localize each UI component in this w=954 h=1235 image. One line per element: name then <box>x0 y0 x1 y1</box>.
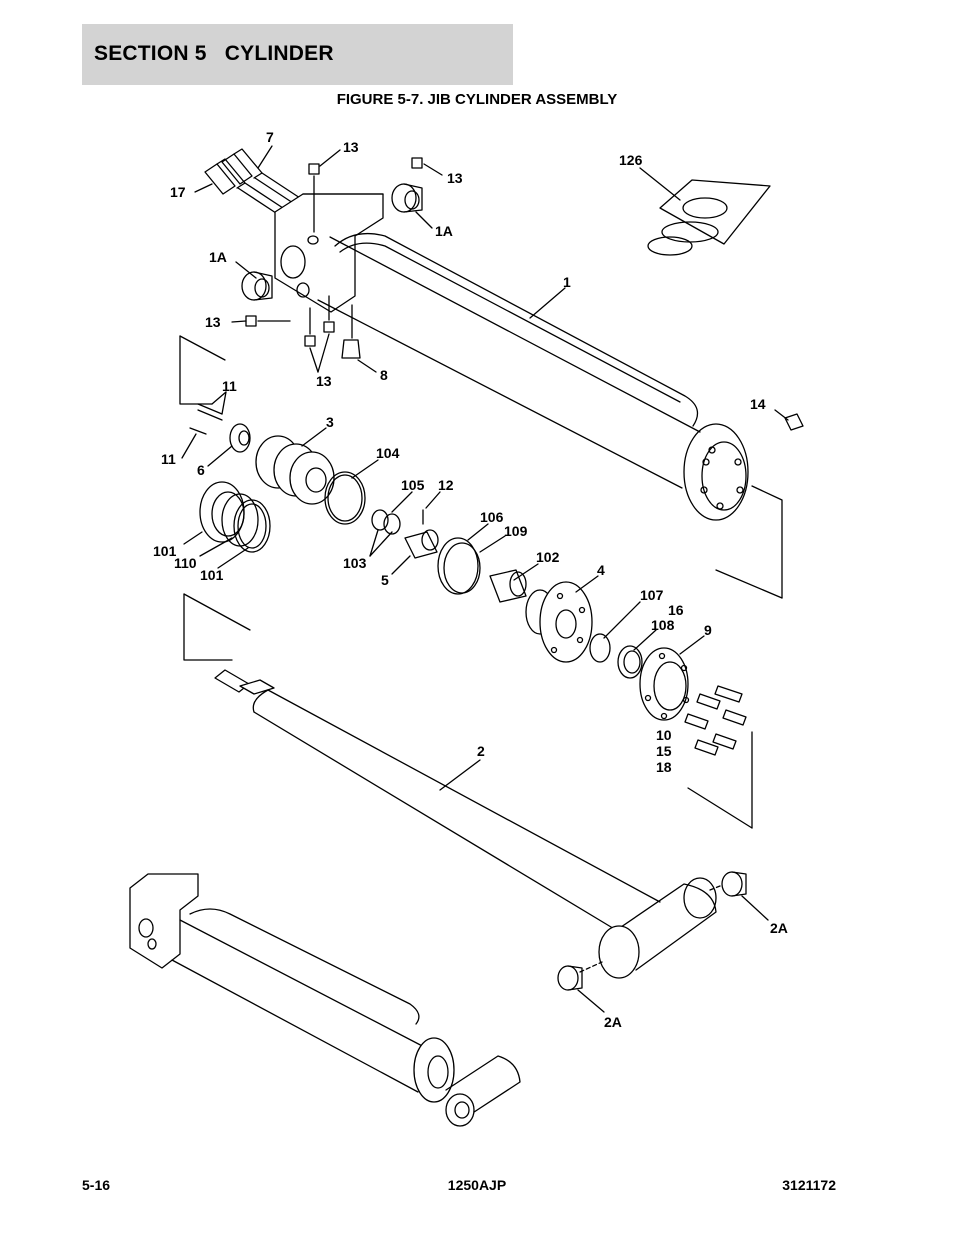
model-number: 1250AJP <box>447 1177 507 1193</box>
page-number: 5-16 <box>82 1177 111 1193</box>
callout-13: 13 <box>343 139 359 155</box>
callout-2: 2 <box>477 743 485 759</box>
plug-13-d <box>304 307 316 347</box>
seal-106 <box>437 537 481 595</box>
callout-101: 101 <box>200 567 224 583</box>
callout-18: 18 <box>656 759 672 775</box>
callout-15: 15 <box>656 743 672 759</box>
fitting-8 <box>341 304 361 359</box>
callout-106: 106 <box>480 509 504 525</box>
callout-14: 14 <box>750 396 766 412</box>
bolts-10 <box>684 685 747 756</box>
section-title: SECTION 5 CYLINDER <box>94 42 334 65</box>
plug-13-c <box>245 315 291 327</box>
callout-8: 8 <box>380 367 388 383</box>
callout-13: 13 <box>316 373 332 389</box>
wiper-108 <box>617 645 643 679</box>
callout-107: 107 <box>640 587 664 603</box>
seal-107 <box>589 633 611 663</box>
callout-101: 101 <box>153 543 177 559</box>
callout-103: 103 <box>343 555 367 571</box>
callout-3: 3 <box>326 414 334 430</box>
callout-10: 10 <box>656 727 672 743</box>
callout-16: 16 <box>668 602 684 618</box>
callout-126: 126 <box>619 152 643 168</box>
callout-6: 6 <box>197 462 205 478</box>
bushing-1A-left <box>241 271 273 301</box>
bushing-1A-top <box>391 183 423 213</box>
hydraulic-fitting-7 <box>221 148 301 204</box>
callout-labels: 7 13 13 126 17 1A 1A 1 13 13 8 14 11 3 1… <box>153 129 788 1030</box>
callout-11: 11 <box>161 451 176 467</box>
callout-7: 7 <box>266 129 274 145</box>
seal-105 <box>371 509 401 535</box>
figure-title: FIGURE 5-7. JIB CYLINDER ASSEMBLY <box>336 91 618 108</box>
callout-13: 13 <box>205 314 221 330</box>
callout-102: 102 <box>536 549 560 565</box>
flange-9 <box>639 647 690 721</box>
wear-ring-101b <box>233 499 271 553</box>
seal-104 <box>324 471 366 525</box>
callout-104: 104 <box>376 445 400 461</box>
callout-105: 105 <box>401 477 425 493</box>
callout-9: 9 <box>704 622 712 638</box>
callout-1A: 1A <box>435 223 453 239</box>
bushing-2A-right <box>721 871 747 897</box>
cylinder-barrel-1 <box>274 193 749 521</box>
document-number: 3121172 <box>782 1177 836 1193</box>
callout-5: 5 <box>381 572 389 588</box>
spacer-5 <box>404 529 439 559</box>
bolt-11 <box>189 403 223 435</box>
callout-1: 1 <box>563 274 571 290</box>
plug-14 <box>784 413 804 431</box>
assembled-cylinder <box>129 873 521 1127</box>
seal-kit-126 <box>647 179 771 256</box>
hydraulic-fitting-17 <box>204 158 287 216</box>
wear-ring-102 <box>489 569 527 603</box>
callout-12: 12 <box>438 477 454 493</box>
piston-6 <box>229 423 251 453</box>
callout-1A: 1A <box>209 249 227 265</box>
callout-17: 17 <box>170 184 186 200</box>
callout-2A: 2A <box>604 1014 622 1030</box>
piston-rod-2 <box>214 669 717 979</box>
piston-3 <box>255 435 335 505</box>
callout-110: 110 <box>174 555 197 571</box>
callout-4: 4 <box>597 562 605 578</box>
plug-13-e <box>323 295 335 333</box>
cylinder-head-4 <box>525 581 593 663</box>
callout-2A: 2A <box>770 920 788 936</box>
plug-13-a <box>308 163 320 233</box>
section-banner: SECTION 5 CYLINDER <box>82 24 513 85</box>
bushing-2A-left <box>557 965 583 991</box>
callout-108: 108 <box>651 617 675 633</box>
callout-11: 11 <box>222 378 237 394</box>
callout-109: 109 <box>504 523 528 539</box>
callout-13: 13 <box>447 170 463 186</box>
wear-ring-101 <box>199 481 245 543</box>
plug-13-b <box>411 157 423 169</box>
